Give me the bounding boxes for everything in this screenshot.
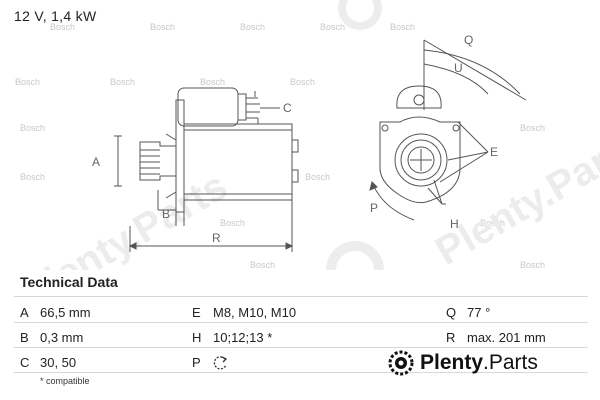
- table-divider: [14, 372, 588, 373]
- label-h: H: [450, 217, 459, 231]
- brand-name-parts: .Parts: [483, 351, 538, 374]
- row-1-value-1: 66,5 mm: [40, 305, 91, 320]
- label-a: A: [92, 155, 100, 169]
- row-1-value-3: 77 °: [467, 305, 491, 320]
- label-p: P: [370, 201, 378, 215]
- label-q: Q: [464, 33, 473, 47]
- technical-data-title: Technical Data: [20, 274, 118, 290]
- voltage-power-rating: 12 V, 1,4 kW: [14, 8, 97, 24]
- label-e: E: [490, 145, 498, 159]
- svg-text:Bosch: Bosch: [390, 22, 415, 32]
- svg-text:Bosch: Bosch: [50, 22, 75, 32]
- svg-text:Bosch: Bosch: [305, 172, 330, 182]
- row-2-value-1: 0,3 mm: [40, 330, 84, 345]
- row-2-value-2: 10;12;13 *: [213, 330, 273, 345]
- starter-side-view: [114, 87, 299, 252]
- row-1-key-2: E: [192, 305, 201, 320]
- table-divider: [14, 347, 588, 348]
- plenty-parts-brand: Plenty.Parts: [388, 348, 538, 378]
- svg-text:Bosch: Bosch: [20, 172, 45, 182]
- plenty-watermark: Plenty.Parts: [15, 164, 235, 270]
- compatible-footnote: * compatible: [40, 376, 90, 386]
- row-3-key-1: C: [20, 355, 30, 370]
- svg-text:Bosch: Bosch: [480, 218, 505, 228]
- svg-text:Bosch: Bosch: [520, 123, 545, 133]
- svg-text:Bosch: Bosch: [290, 77, 315, 87]
- row-1-key-3: Q: [446, 305, 457, 320]
- starter-front-view: [369, 39, 527, 221]
- row-3-value-1: 30, 50: [40, 355, 77, 370]
- brand-name-plenty: Plenty: [420, 351, 484, 374]
- label-r: R: [212, 231, 221, 245]
- row-3-key-2: P: [192, 355, 201, 370]
- row-2-key-3: R: [446, 330, 456, 345]
- label-b: B: [162, 207, 170, 221]
- svg-text:Bosch: Bosch: [15, 77, 40, 87]
- row-2-key-2: H: [192, 330, 202, 345]
- svg-text:Bosch: Bosch: [250, 260, 275, 270]
- row-2-key-1: B: [20, 330, 29, 345]
- gear-logo-icon: [388, 350, 414, 376]
- svg-text:Bosch: Bosch: [20, 123, 45, 133]
- row-1-value-2: M8, M10, M10: [213, 305, 297, 320]
- label-c: C: [283, 101, 292, 115]
- gear-watermark: [326, 241, 384, 270]
- table-divider: [14, 322, 588, 323]
- rotation-counterclockwise-icon: [213, 356, 228, 370]
- row-1-key-1: A: [20, 305, 29, 320]
- svg-text:Bosch: Bosch: [220, 218, 245, 228]
- svg-text:Bosch: Bosch: [520, 260, 545, 270]
- label-u: U: [454, 61, 463, 75]
- row-2-value-3: max. 201 mm: [467, 330, 546, 345]
- bosch-watermark-row: Bosch Bosch Bosch Bosch Bosch Bosch Bosc…: [15, 22, 545, 270]
- svg-text:Bosch: Bosch: [240, 22, 265, 32]
- svg-text:Bosch: Bosch: [200, 77, 225, 87]
- table-divider: [14, 296, 588, 297]
- svg-text:Bosch: Bosch: [320, 22, 345, 32]
- gear-watermark-top: [338, 0, 382, 30]
- starter-motor-drawing: Bosch Bosch Bosch Bosch Bosch Bosch Bosc…: [15, 0, 600, 270]
- plenty-watermark-right: Plenty.Parts: [428, 122, 600, 270]
- svg-text:Bosch: Bosch: [150, 22, 175, 32]
- svg-text:Bosch: Bosch: [110, 77, 135, 87]
